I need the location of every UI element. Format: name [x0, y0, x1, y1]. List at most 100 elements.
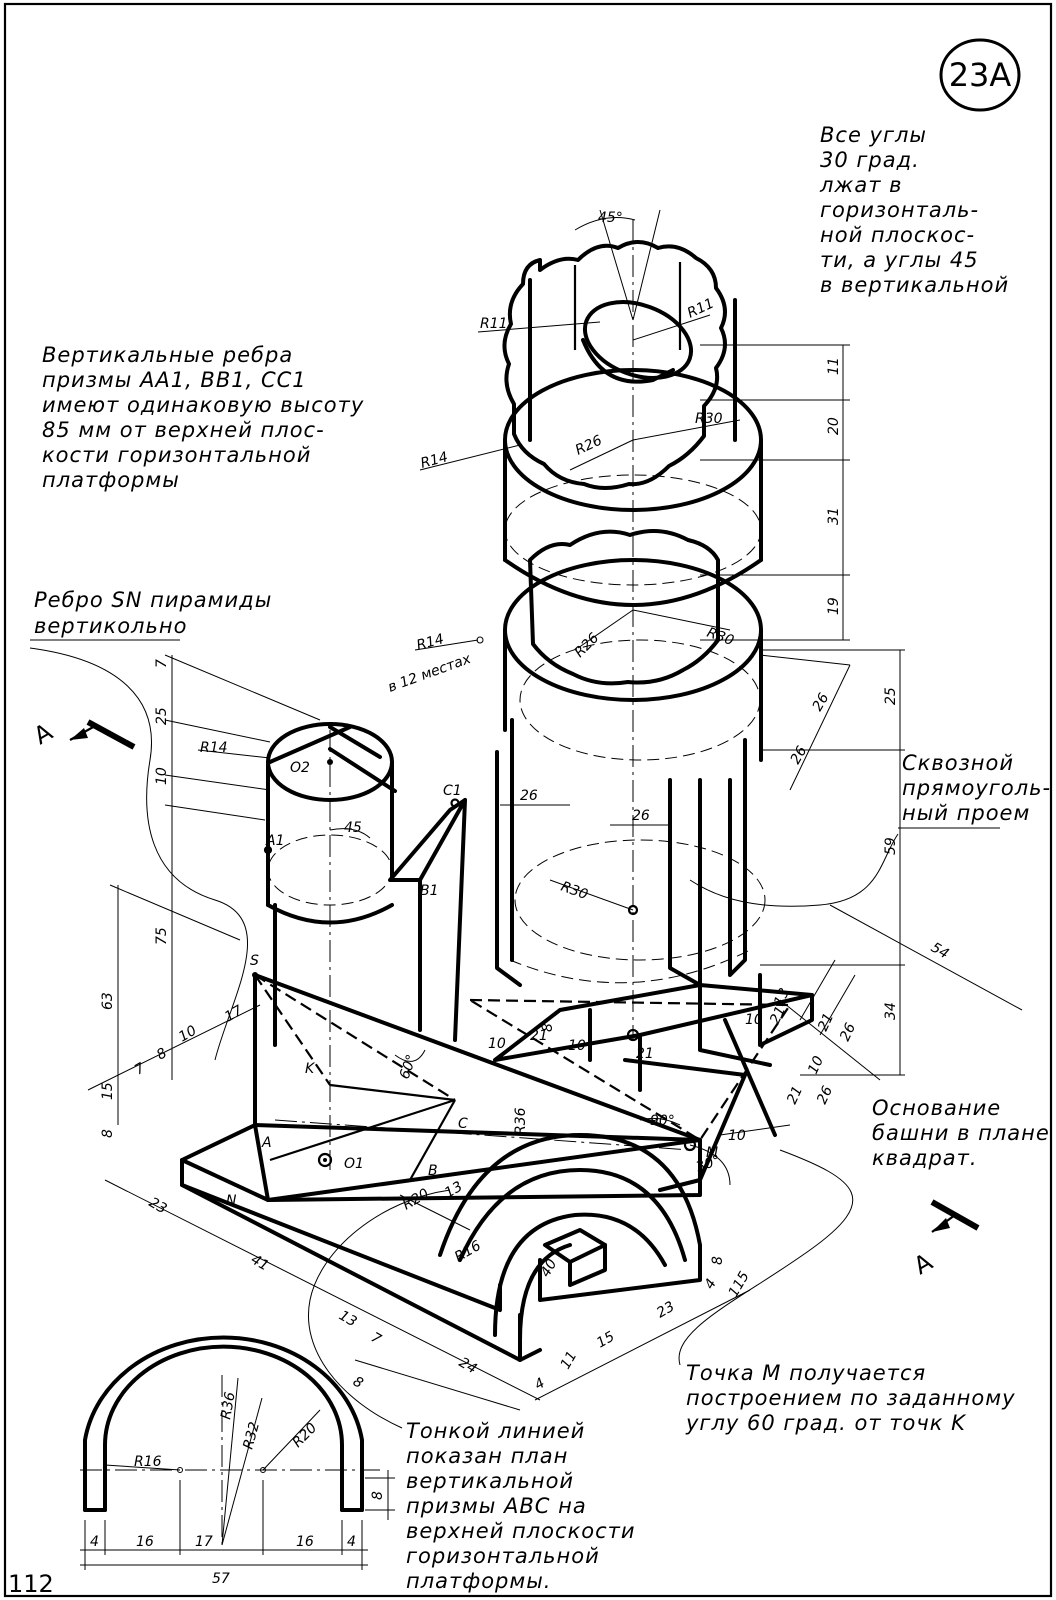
svg-text:K: K: [305, 1061, 316, 1077]
svg-text:8: 8: [370, 1491, 386, 1500]
svg-text:квадрат.: квадрат.: [872, 1146, 978, 1170]
svg-text:4: 4: [532, 1375, 548, 1393]
svg-text:21: 21: [784, 1084, 806, 1107]
leader-point-m: [678, 1149, 854, 1366]
svg-text:24: 24: [456, 1355, 479, 1378]
dims-base-right: 21 26 10 21 26 13 10 21 10: [719, 959, 881, 1144]
svg-text:O2: O2: [290, 760, 310, 776]
leader-thin-line: [308, 1189, 451, 1429]
svg-text:A: A: [261, 1135, 272, 1151]
svg-text:57: 57: [212, 1571, 230, 1587]
svg-text:M: M: [706, 1145, 718, 1161]
svg-text:25: 25: [154, 707, 170, 725]
svg-text:21: 21: [530, 1028, 548, 1044]
svg-text:призмы AA1, BB1, CC1: призмы AA1, BB1, CC1: [42, 368, 307, 392]
svg-text:13: 13: [771, 986, 793, 1009]
left-cylinder: [266, 722, 397, 1170]
svg-text:10: 10: [728, 1128, 746, 1144]
svg-text:горизонтальной: горизонтальной: [406, 1544, 600, 1568]
svg-text:26: 26: [837, 1021, 859, 1044]
tower: [493, 220, 814, 1192]
svg-text:10: 10: [805, 1054, 827, 1077]
svg-text:11: 11: [826, 357, 842, 375]
svg-text:8: 8: [350, 1374, 366, 1392]
svg-text:13: 13: [336, 1308, 359, 1331]
page-number: 112: [8, 1570, 54, 1598]
note-opening: Сквозной прямоуголь- ный проем: [689, 751, 1050, 907]
svg-text:45: 45: [344, 820, 362, 836]
platform-top: [180, 1123, 702, 1202]
svg-text:A: A: [909, 1247, 938, 1280]
svg-text:19: 19: [826, 597, 842, 615]
svg-text:31: 31: [826, 507, 842, 525]
svg-text:башни в плане -: башни в плане -: [872, 1121, 1056, 1145]
svg-text:10: 10: [488, 1036, 506, 1052]
svg-text:R16: R16: [452, 1238, 484, 1266]
svg-text:горизонталь-: горизонталь-: [820, 198, 979, 222]
svg-text:показан план: показан план: [406, 1444, 568, 1468]
svg-text:115: 115: [726, 1269, 753, 1300]
svg-text:A1: A1: [265, 833, 284, 849]
svg-text:углу 60 град. от точк K: углу 60 град. от точк K: [685, 1411, 967, 1435]
svg-text:R32: R32: [240, 1420, 263, 1451]
svg-text:7: 7: [132, 1060, 148, 1078]
svg-text:A: A: [29, 717, 58, 750]
svg-text:40: 40: [538, 1256, 561, 1280]
pyramid-face: [253, 973, 702, 1202]
svg-text:8: 8: [540, 1023, 556, 1032]
sheet-number-badge: [939, 38, 1021, 112]
dims-tower-diag: 26 26 54: [759, 654, 1023, 1011]
arch: [438, 1133, 702, 1342]
svg-text:7: 7: [368, 1330, 384, 1348]
svg-text:30°: 30°: [694, 1152, 723, 1176]
svg-text:26: 26: [632, 808, 650, 824]
svg-text:Тонкой линией: Тонкой линией: [406, 1419, 585, 1443]
svg-text:10: 10: [154, 767, 170, 785]
tower-top-bore: [582, 300, 694, 380]
svg-text:R36: R36: [218, 1391, 239, 1421]
svg-text:54: 54: [928, 940, 951, 963]
dims-bottom: 23 41 13 7 8 24 4 11 15 23 115: [104, 1179, 753, 1411]
svg-text:R11: R11: [480, 316, 508, 332]
svg-text:8: 8: [100, 1129, 116, 1138]
leader-pyramid: [29, 647, 248, 1061]
svg-text:11: 11: [558, 1349, 581, 1372]
svg-text:ти, а углы 45: ти, а углы 45: [820, 248, 979, 272]
note-point-m: Точка M получается построением по заданн…: [678, 1149, 1016, 1435]
prism-abc: [273, 798, 467, 1047]
svg-text:15: 15: [100, 1082, 116, 1100]
point-markers: [252, 759, 697, 1168]
svg-text:B: B: [428, 1163, 438, 1179]
platform: [180, 973, 793, 1362]
svg-text:в вертикальной: в вертикальной: [820, 273, 1009, 297]
svg-text:8: 8: [710, 1256, 726, 1265]
svg-text:16: 16: [136, 1534, 154, 1550]
svg-text:R30: R30: [559, 879, 590, 903]
svg-text:10: 10: [745, 1012, 763, 1028]
svg-text:20: 20: [826, 417, 842, 435]
svg-text:Сквозной: Сквозной: [902, 751, 1014, 775]
svg-text:90°: 90°: [650, 1113, 675, 1129]
note-pyramid: Ребро SN пирамиды вертикольно: [29, 588, 271, 1061]
svg-text:85 мм от верхней плос-: 85 мм от верхней плос-: [42, 418, 325, 442]
svg-text:R14: R14: [419, 449, 450, 472]
svg-text:верхней плоскости: верхней плоскости: [406, 1519, 636, 1543]
leader-opening: [689, 833, 899, 907]
svg-text:21: 21: [636, 1046, 654, 1062]
svg-text:10: 10: [568, 1038, 586, 1054]
svg-text:7: 7: [154, 659, 170, 668]
svg-text:в 12 местах: в 12 местах: [386, 651, 474, 696]
svg-text:платформы.: платформы.: [406, 1569, 552, 1593]
svg-text:Основание: Основание: [872, 1096, 1001, 1120]
svg-text:кости горизонтальной: кости горизонтальной: [42, 443, 311, 467]
note-base: Основание башни в плане - квадрат.: [872, 1096, 1056, 1170]
dims-base-inner: 21 8 10 21 90° 30° 10: [488, 1023, 731, 1186]
svg-text:призмы ABC на: призмы ABC на: [406, 1494, 587, 1518]
svg-text:R26: R26: [573, 432, 605, 458]
svg-text:построением по заданному: построением по заданному: [686, 1386, 1016, 1410]
svg-text:16: 16: [296, 1534, 314, 1550]
plan-view: R36 R32 R20 R16 4 16 17 16 4 57 8: [80, 1335, 395, 1587]
dims-cylinder: R14 45: [197, 740, 371, 839]
